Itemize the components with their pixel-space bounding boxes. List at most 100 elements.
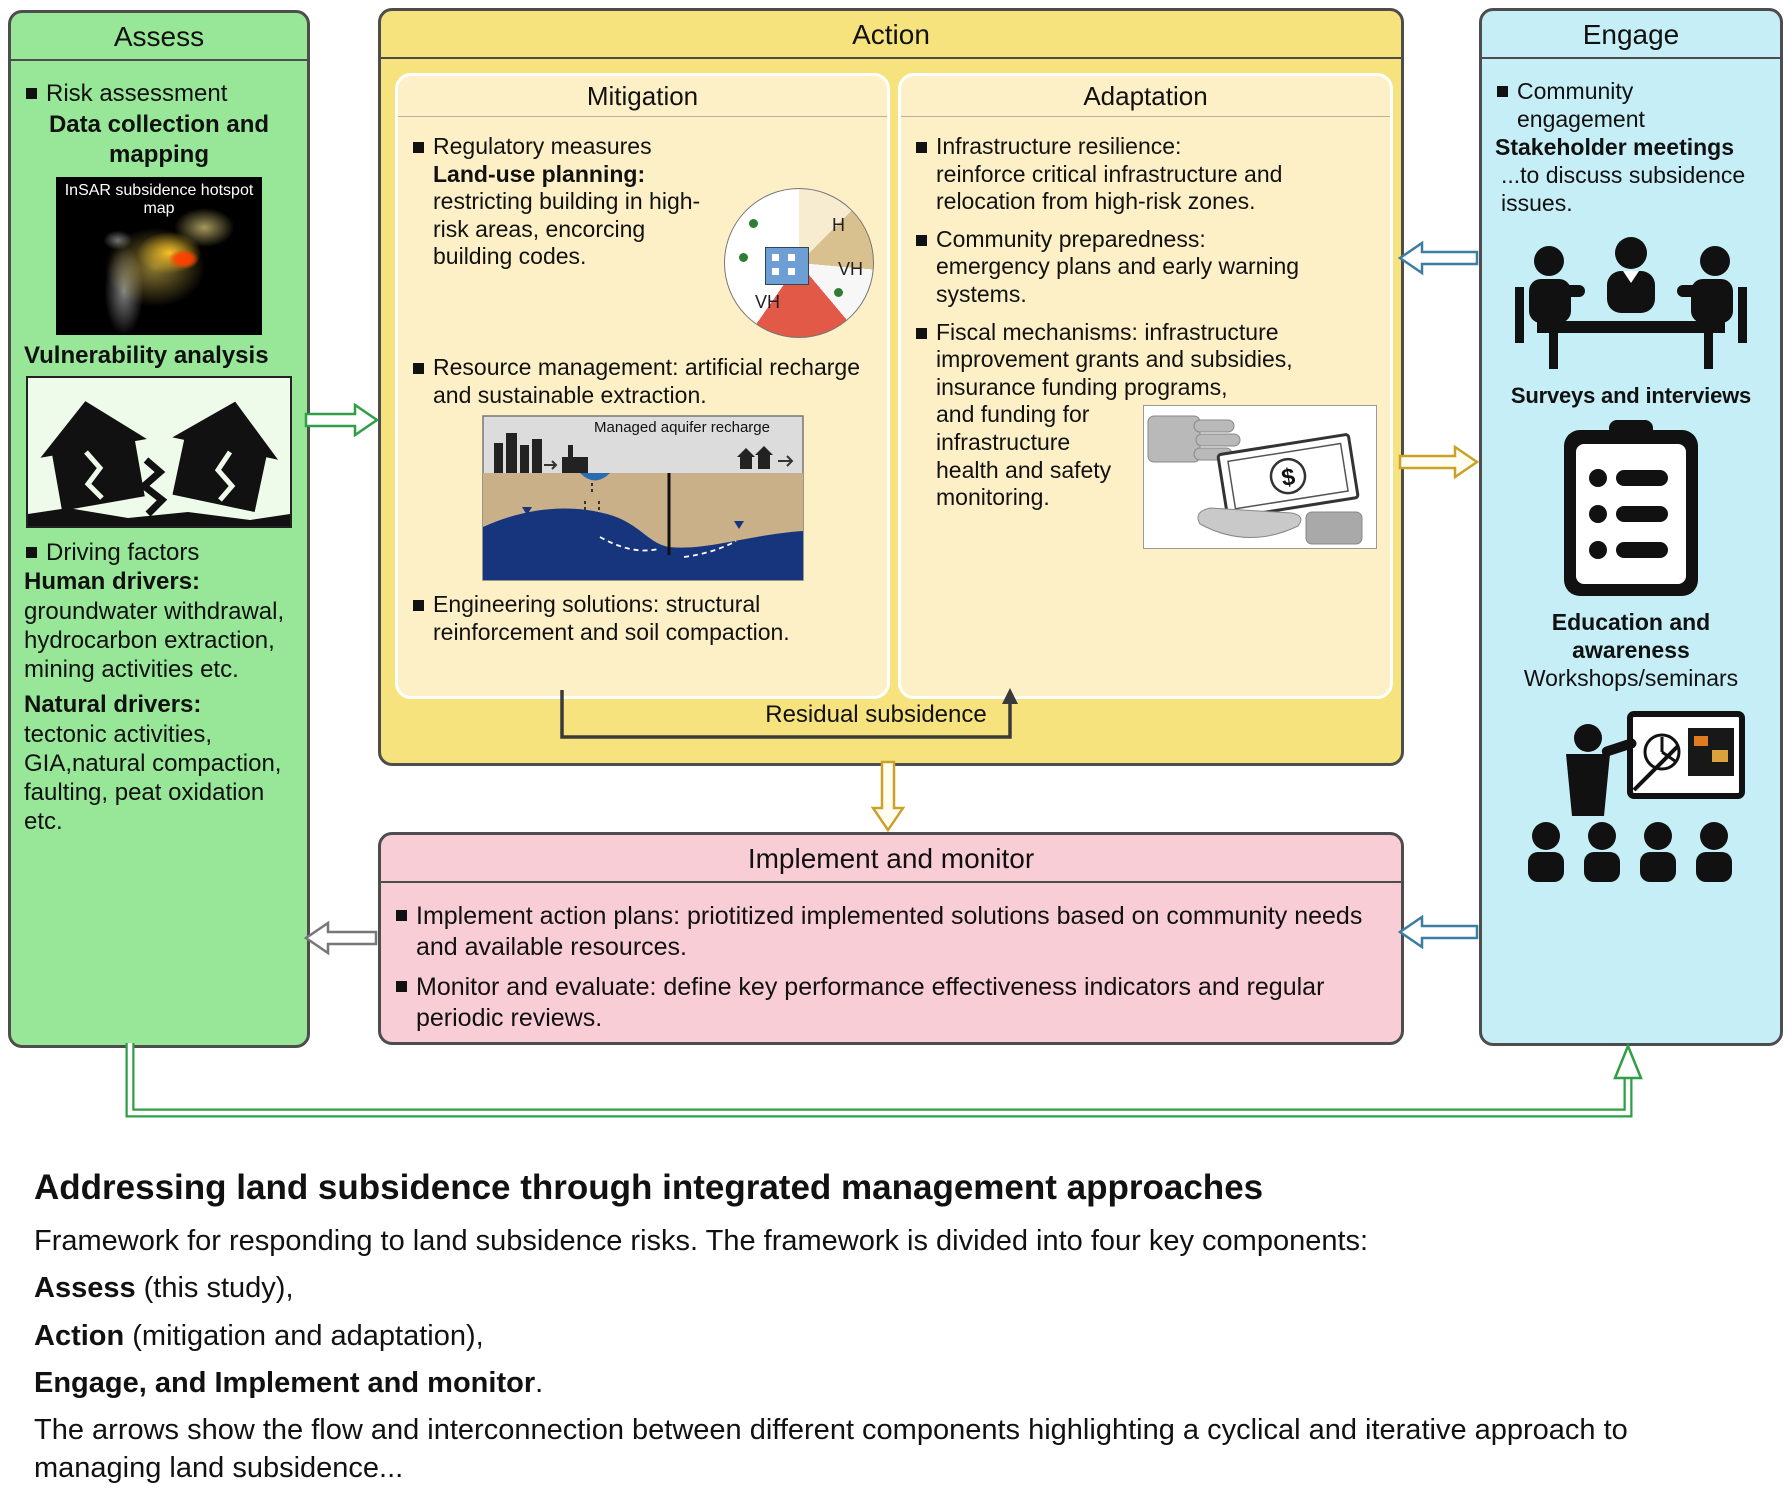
bullet-icon (413, 363, 424, 375)
arrow-cycle-outer (125, 1043, 1633, 1118)
infrastructure-label: Infrastructure resilience: (936, 133, 1182, 159)
land-use-label: Land-use planning: (433, 160, 646, 187)
arrow-engage-to-implement (1397, 914, 1479, 950)
stakeholder-meetings-text: ...to discuss subsidence issues. (1501, 162, 1746, 217)
workshop-seminar-icon (1528, 711, 1745, 883)
dollar-symbol: $ (1280, 464, 1298, 493)
infrastructure-text: reinforce critical infrastructure and re… (936, 160, 1283, 215)
engage-panel: Engage Community engagement Stakeholder … (1479, 8, 1783, 1046)
arrow-assess-to-action (304, 402, 380, 438)
action-panel: Action Mitigation Regulatory measures La… (378, 8, 1404, 766)
bullet-icon (916, 142, 927, 153)
survey-clipboard-icon (1564, 420, 1698, 597)
implement-monitor-panel: Implement and monitor Implement action p… (378, 832, 1404, 1045)
caption-action-rest: (mitigation and adaptation), (124, 1319, 484, 1352)
insar-hotspot-map: InSAR subsidence hotspot map (56, 176, 262, 335)
community-engagement-item: Community engagement (1495, 77, 1767, 133)
bullet-icon (413, 142, 424, 153)
stakeholder-meetings-label: Stakeholder meetings (1495, 134, 1735, 161)
engineering-label: Engineering solutions: structural reinfo… (433, 591, 790, 645)
natural-drivers-text: tectonic activities, GIA,natural compact… (24, 720, 282, 836)
bullet-icon (916, 327, 927, 339)
fiscal-text-2: and funding for infrastructure health an… (936, 401, 1112, 511)
caption-action-bold: Action (34, 1319, 125, 1352)
arrow-engage-to-action (1397, 240, 1479, 276)
implement-item-1: Implement action plans: priotitized impl… (394, 901, 1388, 962)
stakeholder-meeting-icon (1515, 237, 1747, 370)
arrow-implement-to-assess (303, 920, 378, 956)
residual-subsidence-label: Residual subsidence (765, 701, 987, 728)
fiscal-text-1: Fiscal mechanisms: infrastructure improv… (936, 318, 1293, 400)
infrastructure-item: Infrastructure resilience: (914, 133, 1377, 161)
caption-assess-rest: (this study), (135, 1272, 294, 1305)
managed-aquifer-recharge-diagram: Managed aquifer recharge (481, 415, 804, 582)
driving-factors-item: Driving factors (24, 538, 294, 567)
bullet-icon (413, 600, 424, 612)
implement-item-2-text: Monitor and evaluate: define key perform… (416, 973, 1325, 1032)
caption-title: Addressing land subsidence through integ… (34, 1168, 1264, 1207)
bullet-icon (396, 981, 407, 992)
bullet-icon (396, 910, 407, 921)
human-drivers-text: groundwater withdrawal, hydrocarbon extr… (24, 597, 285, 684)
adaptation-title: Adaptation (901, 76, 1390, 117)
community-engagement-label: Community engagement (1517, 78, 1645, 133)
land-use-pie-chart: H VH VH (724, 188, 874, 339)
bullet-icon (26, 88, 37, 99)
caption-engage-rest: . (535, 1366, 544, 1399)
bullet-icon (916, 234, 927, 246)
data-collection-label: Data collection and mapping (48, 111, 270, 168)
vulnerability-title: Vulnerability analysis (24, 341, 269, 369)
mitigation-subpanel: Mitigation Regulatory measures Land-use … (395, 73, 890, 699)
caption-intro: Framework for responding to land subside… (34, 1225, 1369, 1257)
risk-assessment-label: Risk assessment (46, 80, 228, 107)
aquifer-label: Managed aquifer recharge (594, 419, 770, 436)
tree-icon (834, 288, 843, 298)
engage-title: Engage (1482, 11, 1780, 59)
driving-factors-label: Driving factors (46, 539, 200, 567)
land-use-text: restricting building in high-risk areas,… (433, 188, 701, 270)
risk-assessment-item: Risk assessment (24, 79, 294, 108)
cracked-houses-image (26, 376, 292, 529)
arrow-action-to-implement (870, 760, 906, 833)
community-preparedness-text: emergency plans and early warning system… (936, 253, 1300, 307)
bullet-icon (1497, 86, 1508, 97)
surveys-interviews-label: Surveys and interviews (1510, 383, 1752, 409)
implement-item-1-text: Implement action plans: priotitized impl… (416, 902, 1363, 961)
mitigation-title: Mitigation (398, 76, 887, 117)
caption-assess-bold: Assess (34, 1272, 136, 1305)
community-preparedness-item: Community preparedness: (914, 226, 1377, 254)
pie-label-vh-right: VH (837, 259, 863, 280)
resource-management-label: Resource management: artificial recharge… (433, 354, 860, 408)
arrow-cycle-inner (127, 1043, 1631, 1116)
caption-assess-line: Assess (this study), (34, 1269, 1750, 1307)
education-awareness-label: Education and awareness (1551, 609, 1711, 664)
insar-map-label: InSAR subsidence hotspot map (64, 181, 254, 218)
regulatory-measures-label: Regulatory measures (433, 133, 652, 159)
implement-item-2: Monitor and evaluate: define key perform… (394, 972, 1388, 1033)
adaptation-subpanel: Adaptation Infrastructure resilience: re… (898, 73, 1393, 699)
tree-icon (749, 219, 758, 229)
assess-title: Assess (11, 13, 307, 61)
pie-buildings-icon (765, 247, 809, 286)
community-preparedness-label: Community preparedness: (936, 225, 1206, 252)
fiscal-mechanisms-item: Fiscal mechanisms: infrastructure improv… (914, 319, 1377, 554)
caption-engage-line: Engage, and Implement and monitor. (34, 1364, 1750, 1402)
bullet-icon (26, 547, 37, 559)
pie-label-h: H (832, 215, 845, 236)
money-hand-icon: $ (1143, 405, 1377, 550)
resource-management-item: Resource management: artificial recharge… (411, 354, 874, 409)
arrow-cycle-head (1613, 1042, 1643, 1080)
pie-label-vh-bottom: VH (755, 291, 781, 312)
human-drivers-label: Human drivers: (24, 568, 201, 596)
tree-icon (739, 253, 748, 263)
figure-caption: Addressing land subsidence through integ… (34, 1168, 1750, 1497)
arrow-action-to-engage (1398, 444, 1480, 480)
workshops-seminars-label: Workshops/seminars (1523, 665, 1739, 692)
natural-drivers-label: Natural drivers: (24, 691, 202, 719)
caption-arrows-text: The arrows show the flow and interconnec… (34, 1414, 1628, 1485)
action-title: Action (381, 11, 1401, 59)
implement-title: Implement and monitor (381, 835, 1401, 883)
engineering-item: Engineering solutions: structural reinfo… (411, 591, 874, 646)
regulatory-measures-item: Regulatory measures (411, 133, 874, 161)
assess-panel: Assess Risk assessment Data collection a… (8, 10, 310, 1048)
